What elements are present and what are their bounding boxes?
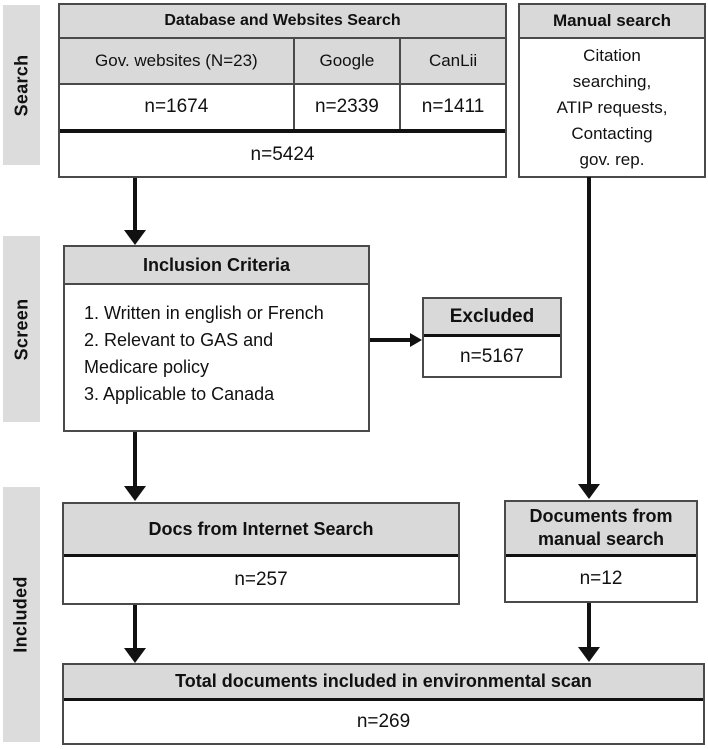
database-search-total-count: n=5424 [60,129,505,176]
database-search-column-headers: Gov. websites (N=23) Google CanLii [60,39,505,85]
arrowhead-down-icon [124,486,146,501]
database-search-title: Database and Websites Search [60,5,505,39]
manual-search-line: ATIP requests, [556,97,668,117]
count-gov-websites: n=1674 [144,96,209,117]
excluded-count: n=5167 [460,345,524,367]
column-header-gov-websites: Gov. websites (N=23) [95,51,258,70]
arrow-docs-internet-to-total [133,605,137,650]
arrow-inclusion-to-docs-internet [133,432,137,487]
column-header-canlii: CanLii [399,39,505,83]
docs-manual-box: Documents from manual search n=12 [504,500,698,603]
arrowhead-down-icon [578,647,600,662]
inclusion-criteria-line: 3. Applicable to Canada [84,384,275,404]
arrowhead-down-icon [124,230,146,245]
stage-label-included: Included [3,487,40,742]
docs-manual-count: n=12 [579,568,623,589]
total-included-title: Total documents included in environmenta… [64,665,703,701]
stage-label-search-text: Search [11,54,31,116]
excluded-title: Excluded [424,299,560,337]
arrowhead-right-icon [410,333,422,347]
manual-search-title: Manual search [520,5,704,39]
manual-search-methods: Citation searching, ATIP requests, Conta… [520,39,704,176]
arrow-inclusion-to-excluded [370,338,411,342]
arrow-database-to-inclusion [133,178,137,231]
arrowhead-down-icon [578,484,600,499]
docs-internet-box: Docs from Internet Search n=257 [62,502,460,605]
database-search-table: Database and Websites Search Gov. websit… [58,3,507,178]
inclusion-criteria-line: 2. Relevant to GAS and [84,330,274,350]
stage-label-screen: Screen [3,236,40,422]
total-included-count: n=269 [356,711,411,732]
inclusion-criteria-line: 1. Written in english or French [84,303,324,323]
stage-label-search: Search [3,5,40,165]
arrow-docs-manual-to-total [587,603,591,649]
count-canlii: n=1411 [399,85,505,129]
total-included-box: Total documents included in environmenta… [62,663,705,745]
inclusion-criteria-title: Inclusion Criteria [65,247,368,285]
arrowhead-down-icon [124,648,146,663]
database-search-counts: n=1674 n=2339 n=1411 [60,85,505,129]
manual-search-line: Citation [583,45,641,65]
manual-search-line: Contacting [571,123,653,143]
column-header-google: Google [292,39,399,83]
stage-label-screen-text: Screen [11,298,31,360]
docs-internet-title: Docs from Internet Search [64,504,458,557]
excluded-box: Excluded n=5167 [422,297,562,378]
count-google: n=2339 [292,85,399,129]
inclusion-criteria-box: Inclusion Criteria 1. Written in english… [63,245,370,432]
manual-search-box: Manual search Citation searching, ATIP r… [518,3,706,178]
docs-internet-count: n=257 [234,569,288,590]
docs-manual-title: Documents from manual search [506,502,696,557]
manual-search-line: gov. rep. [579,149,645,169]
arrow-manual-search-to-docs-manual [587,177,591,486]
manual-search-line: searching, [572,71,652,91]
stage-label-included-text: Included [11,576,31,653]
inclusion-criteria-line: Medicare policy [84,357,210,377]
inclusion-criteria-list: 1. Written in english or French 2. Relev… [65,285,368,430]
